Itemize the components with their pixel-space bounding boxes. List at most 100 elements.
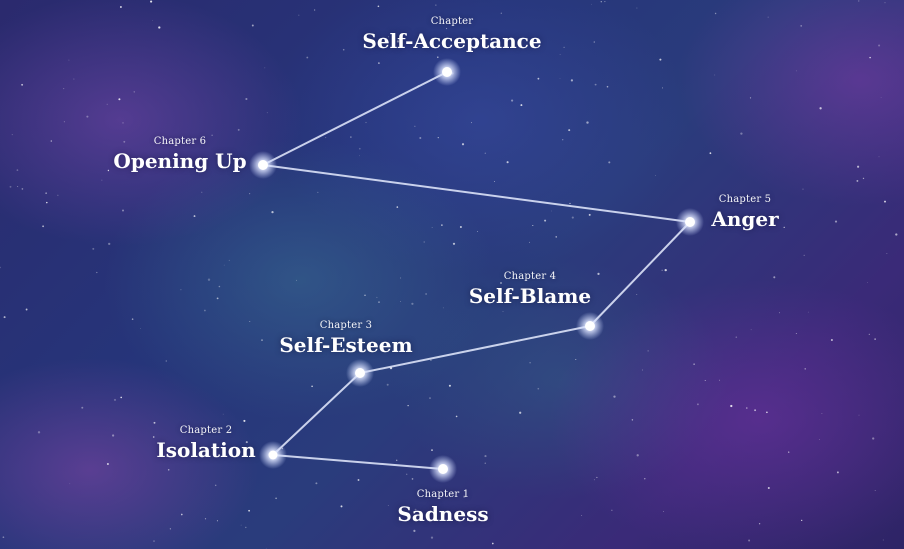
background-star [118,98,121,101]
background-star [591,3,592,5]
background-star [387,504,389,506]
background-star [748,539,751,542]
background-star [121,209,125,212]
background-star [216,520,218,522]
background-star [519,411,522,414]
path-segment-1-2 [272,454,444,470]
chapter-node-star-1[interactable] [429,455,457,483]
background-star [3,316,6,319]
background-star [500,12,502,14]
background-star [659,58,662,61]
background-star [63,121,65,123]
background-star [223,264,225,266]
background-star [158,26,161,29]
background-star [306,56,309,59]
background-star [544,219,547,222]
background-star [725,225,726,227]
background-star [446,28,448,30]
background-star [365,121,367,124]
chapter-2-title: Isolation [156,438,256,462]
background-star [600,0,603,3]
path-segment-5-6 [262,164,691,223]
background-star [431,227,433,229]
chapter-6-label[interactable]: Chapter 6 Opening Up [113,136,246,174]
chapter-node-star-7[interactable] [433,58,461,86]
background-star [311,345,313,347]
background-star [570,79,574,82]
background-star [455,415,458,418]
background-star [719,379,720,381]
chapter-node-star-5[interactable] [676,208,704,236]
background-star [131,318,134,320]
background-star [647,350,649,352]
background-star [559,77,561,79]
chapter-2-label[interactable]: Chapter 2 Isolation [156,425,255,463]
background-star [125,162,128,164]
background-star [113,398,117,401]
background-star [122,122,124,124]
background-star [463,495,466,498]
background-star [448,384,451,387]
chapter-node-star-4[interactable] [576,312,604,340]
background-star [862,177,865,180]
background-star [442,307,444,309]
background-star [350,136,352,138]
background-star [204,309,206,312]
background-star [551,210,552,212]
background-star [714,12,717,15]
background-star [878,44,881,47]
background-star [425,293,428,295]
background-star [249,320,251,322]
background-star [69,483,71,485]
background-star [613,395,616,398]
background-star [803,254,805,257]
chapter-3-label[interactable]: Chapter 3 Self-Esteem [279,320,412,358]
background-star [17,186,19,188]
chapter-7-label[interactable]: Chapter Self-Acceptance [362,16,541,54]
background-star [311,385,313,388]
background-star [266,112,268,114]
background-star [133,91,135,93]
background-star [106,462,109,466]
background-star [388,36,390,38]
background-star [120,396,123,399]
chapter-5-number: Chapter 5 [718,194,772,205]
background-star [568,129,571,132]
background-star [858,414,860,416]
background-star [411,302,414,305]
chapter-4-title: Self-Blame [468,284,592,308]
background-star [50,140,53,142]
chapter-3-number: Chapter 3 [319,320,373,331]
background-star [140,328,141,329]
chapter-node-star-3[interactable] [346,359,374,387]
background-star [207,278,211,281]
chapter-node-star-2[interactable] [259,441,287,469]
background-star [872,437,875,440]
background-star [606,85,609,88]
background-star [868,333,870,335]
chapter-1-label[interactable]: Chapter 1 Sadness [397,489,488,527]
chapter-4-label[interactable]: Chapter 4 Self-Blame [469,271,591,309]
background-star [340,505,343,508]
background-star [800,25,803,27]
background-star [430,536,434,539]
background-star [476,230,478,232]
background-star [180,513,183,516]
chapter-5-label[interactable]: Chapter 5 Anger [711,194,778,232]
background-star [459,225,462,229]
background-star [735,336,738,338]
background-star [201,191,203,193]
chapter-node-star-6[interactable] [249,151,277,179]
background-star [21,83,24,86]
background-star [746,407,748,409]
path-segment-6-7 [262,71,448,166]
background-star [245,526,247,529]
path-segment-3-4 [359,325,591,374]
background-star [167,469,170,471]
background-star [529,362,531,364]
background-star [804,368,806,370]
background-star [869,56,871,59]
background-star [884,200,886,203]
chapter-4-number: Chapter 4 [503,271,557,282]
background-star [325,137,327,139]
